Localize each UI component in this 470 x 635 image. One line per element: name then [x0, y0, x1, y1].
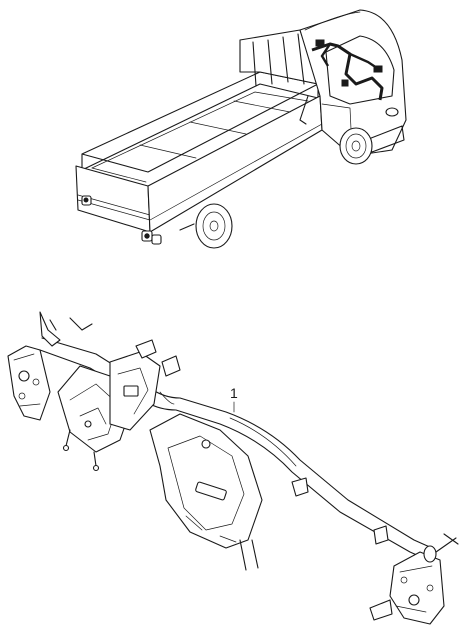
callout-1: 1 — [230, 385, 238, 413]
crash-pad-cross-member-icon — [7, 311, 459, 625]
callout-label: 1 — [230, 385, 238, 401]
flatbed-truck-wiring-icon — [75, 9, 407, 249]
